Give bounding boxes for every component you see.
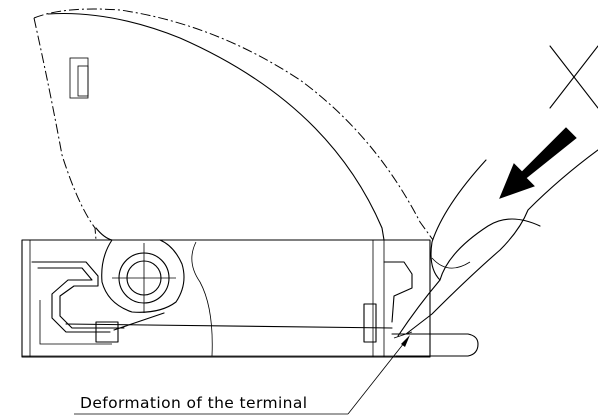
- deformation-caption: Deformation of the terminal: [80, 394, 308, 412]
- tool-blade: [397, 149, 598, 337]
- prohibition-cross-icon: [549, 45, 598, 109]
- lever-open-position: [33, 8, 434, 241]
- terminal-tab: [65, 323, 479, 357]
- leader-line: [74, 335, 410, 415]
- connector-housing: [21, 239, 431, 358]
- lever-solid-outline: [47, 13, 385, 241]
- hinge-pivot: [101, 239, 213, 357]
- push-direction-arrow-icon: [499, 127, 577, 199]
